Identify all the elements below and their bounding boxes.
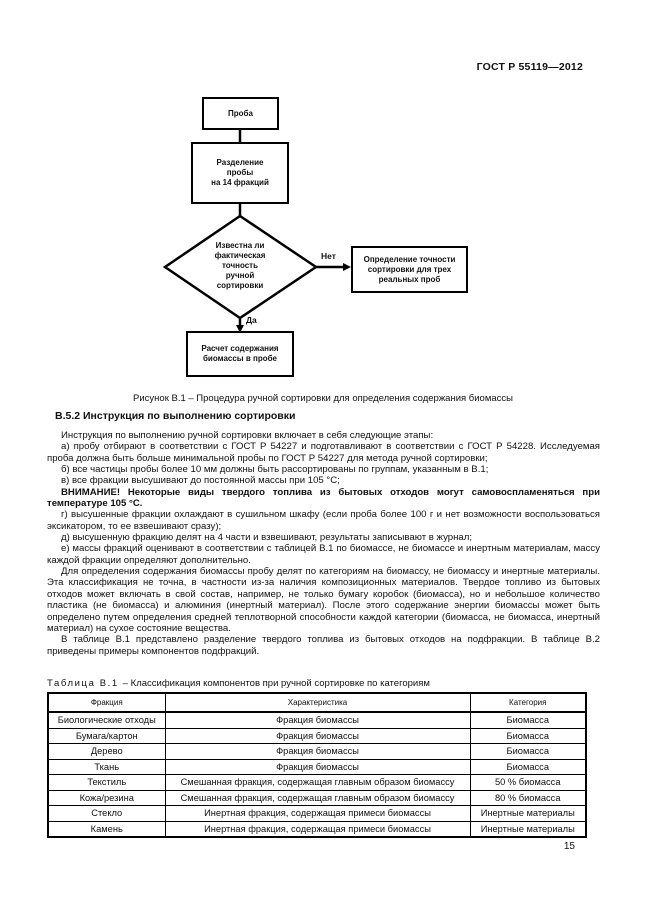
cell-fraction: Дерево (47, 743, 166, 760)
page-number: 15 (563, 841, 575, 852)
table-row: Дерево Фракция биомассы Биомасса (47, 743, 587, 760)
paragraph-step-b: б) все частицы пробы более 10 мм должны … (61, 464, 489, 476)
table-row: Бумага/картон Фракция биомассы Биомасса (47, 727, 587, 744)
cell-fraction: Ткань (47, 758, 166, 775)
section-body: Инструкция по выполнению ручной сортиров… (47, 430, 600, 657)
paragraph-step-f: е) массы фракций оценивают в соответстви… (47, 543, 600, 566)
table-row: Кожа/резина Смешанная фракция, содержаща… (47, 789, 587, 806)
column-header-category: Категория (469, 692, 587, 713)
paragraph-intro: Инструкция по выполнению ручной сортиров… (61, 430, 434, 441)
flowchart-node-sample: Проба (202, 97, 279, 130)
flowchart-node-split: Разделение пробы на 14 фракций (191, 142, 289, 204)
table-header-row: Фракция Характеристика Категория (47, 692, 587, 713)
cell-category: Биомасса (469, 758, 587, 775)
cell-characteristic: Фракция биомассы (164, 727, 471, 744)
cell-category: Инертные материалы (469, 820, 587, 838)
cell-category: 80 % биомасса (469, 789, 587, 806)
table-row: Текстиль Смешанная фракция, содержащая г… (47, 774, 587, 791)
cell-characteristic: Фракция биомассы (164, 743, 471, 760)
paragraph-tables-ref: В таблице В.1 представлено разделение тв… (47, 634, 600, 657)
cell-characteristic: Смешанная фракция, содержащая главным об… (164, 774, 471, 791)
classification-table: Фракция Характеристика Категория Биологи… (47, 692, 587, 838)
table-caption-text: – Классификация компонентов при ручной с… (122, 678, 430, 689)
cell-category: 50 % биомасса (469, 774, 587, 791)
cell-category: Биомасса (469, 711, 587, 729)
paragraph-step-a: а) пробу отбирают в соответствии с ГОСТ … (47, 441, 600, 464)
cell-characteristic: Фракция биомассы (164, 758, 471, 775)
table-row: Биологические отходы Фракция биомассы Би… (47, 711, 587, 729)
cell-characteristic: Смешанная фракция, содержащая главным об… (164, 789, 471, 806)
paragraph-warning: ВНИМАНИЕ! Некоторые виды твердого топлив… (47, 486, 600, 510)
no-arrowhead-icon (343, 263, 351, 271)
cell-fraction: Камень (47, 820, 166, 838)
table-row: Стекло Инертная фракция, содержащая прим… (47, 805, 587, 822)
table-row: Камень Инертная фракция, содержащая прим… (47, 820, 587, 838)
cell-fraction: Стекло (47, 805, 166, 822)
cell-characteristic: Инертная фракция, содержащая примеси био… (164, 805, 471, 822)
paragraph-step-c: в) все фракции высушивают до постоянной … (61, 475, 340, 487)
flowchart-branch-label-yes: Да (246, 315, 257, 325)
figure-caption: Рисунок В.1 – Процедура ручной сортировк… (133, 393, 513, 404)
cell-fraction: Текстиль (47, 774, 166, 791)
flowchart-node-decision: Известна ли фактическая точность ручной … (214, 241, 266, 290)
section-heading: В.5.2 Инструкция по выполнению сортировк… (55, 410, 296, 422)
cell-fraction: Бумага/картон (47, 727, 166, 744)
flowchart-branch-label-no: Нет (321, 251, 336, 261)
cell-characteristic: Инертная фракция, содержащая примеси био… (164, 820, 471, 838)
paragraph-step-e: д) высушенную фракцию делят на 4 части и… (61, 532, 472, 544)
cell-fraction: Биологические отходы (47, 711, 166, 729)
yes-arrowhead-icon (236, 325, 244, 333)
flowchart-node-calc: Расчет содержания биомассы в пробе (186, 331, 294, 377)
cell-characteristic: Фракция биомассы (164, 711, 471, 729)
cell-category: Биомасса (469, 727, 587, 744)
cell-category: Биомасса (469, 743, 587, 760)
cell-fraction: Кожа/резина (47, 789, 166, 806)
table-row: Ткань Фракция биомассы Биомасса (47, 758, 587, 775)
column-header-fraction: Фракция (47, 692, 166, 713)
document-header: ГОСТ Р 55119—2012 (476, 61, 583, 73)
table-caption: Таблица В.1– Классификация компонентов п… (47, 678, 430, 689)
flowchart-node-determine: Определение точности сортировки для трех… (351, 246, 468, 293)
paragraph-classification: Для определения содержания биомассы проб… (47, 566, 600, 634)
table-caption-label: Таблица В.1 (47, 678, 119, 689)
paragraph-step-d: г) высушенные фракции охлаждают в сушиль… (47, 509, 600, 532)
column-header-characteristic: Характеристика (164, 692, 471, 713)
cell-category: Инертные материалы (469, 805, 587, 822)
